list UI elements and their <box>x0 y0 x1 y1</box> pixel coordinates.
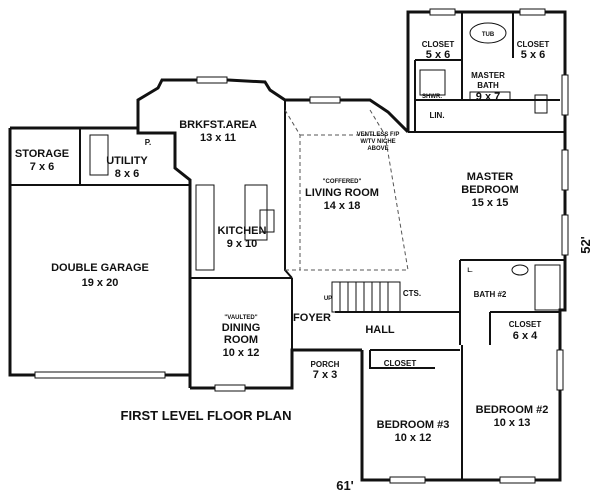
dining-note: "VAULTED" <box>224 315 257 321</box>
bedroom3-label: BEDROOM #3 <box>377 419 450 431</box>
closet-bed2-label: CLOSET <box>509 320 542 329</box>
dining-label: DINING <box>222 322 261 334</box>
depth-dimension: 52' <box>578 236 593 254</box>
linen-label: LIN. <box>429 111 444 120</box>
shower-label: SHWR. <box>422 94 442 100</box>
bedroom2-size: 10 x 13 <box>494 417 531 429</box>
living-label: LIVING ROOM <box>305 187 379 199</box>
living-note: "COFFERED" <box>323 179 362 185</box>
coffered-ceiling <box>284 109 409 271</box>
porch-size: 7 x 3 <box>313 369 337 381</box>
pantry-label: P. <box>145 138 152 147</box>
storage-size: 7 x 6 <box>30 161 54 173</box>
garage-label: DOUBLE GARAGE <box>51 262 149 274</box>
linen2-label: L. <box>467 268 473 274</box>
stairs <box>331 281 401 313</box>
hall-label: HALL <box>365 324 395 336</box>
master-bath-label: MASTER <box>471 71 505 80</box>
master-bedroom-size: 15 x 15 <box>472 197 509 209</box>
garage-size: 19 x 20 <box>82 277 119 289</box>
fireplace-line1: VENTLESS F/P <box>357 132 400 138</box>
master-bedroom-label: MASTER <box>467 171 514 183</box>
kitchen-label: KITCHEN <box>218 225 267 237</box>
closet-right-size: 5 x 6 <box>521 49 545 61</box>
foyer-label: FOYER <box>293 312 331 324</box>
living-size: 14 x 18 <box>324 200 361 212</box>
plan-title: FIRST LEVEL FLOOR PLAN <box>121 408 292 423</box>
master-bath-size: 9 x 7 <box>476 91 500 103</box>
stairs-up-label: UP <box>324 296 332 302</box>
utility-size: 8 x 6 <box>115 168 139 180</box>
width-dimension: 61' <box>336 478 354 493</box>
windows <box>34 8 569 484</box>
breakfast-size: 13 x 11 <box>200 132 236 144</box>
bath-fixtures <box>89 22 561 311</box>
storage-label: STORAGE <box>15 148 69 160</box>
tub-label: TUB <box>482 32 495 38</box>
kitchen-counters <box>195 184 275 271</box>
breakfast-label: BRKFST.AREA <box>179 119 257 131</box>
master-bedroom-label-2: BEDROOM <box>461 184 518 196</box>
bedroom2-label: BEDROOM #2 <box>476 404 549 416</box>
fireplace-line2: W/TV NICHE <box>360 139 395 145</box>
closet-left-size: 5 x 6 <box>426 49 450 61</box>
closet-right-label: CLOSET <box>517 40 550 49</box>
porch-label: PORCH <box>311 360 340 369</box>
closet-bed3-label: CLOSET <box>384 359 417 368</box>
closet-left-label: CLOSET <box>422 40 455 49</box>
fireplace-line3: ABOVE <box>367 146 388 152</box>
room-labels: STORAGE 7 x 6 UTILITY 8 x 6 P. DOUBLE GA… <box>15 32 549 444</box>
utility-label: UTILITY <box>106 155 148 167</box>
kitchen-size: 9 x 10 <box>227 238 258 250</box>
bath2-label: BATH #2 <box>474 290 507 299</box>
stairs-cts-label: CTS. <box>403 289 421 298</box>
bedroom3-size: 10 x 12 <box>395 432 432 444</box>
closet-bed2-size: 6 x 4 <box>513 330 538 342</box>
dining-label-2: ROOM <box>224 334 258 346</box>
master-bath-label-2: BATH <box>477 81 499 90</box>
dining-size: 10 x 12 <box>223 347 260 359</box>
